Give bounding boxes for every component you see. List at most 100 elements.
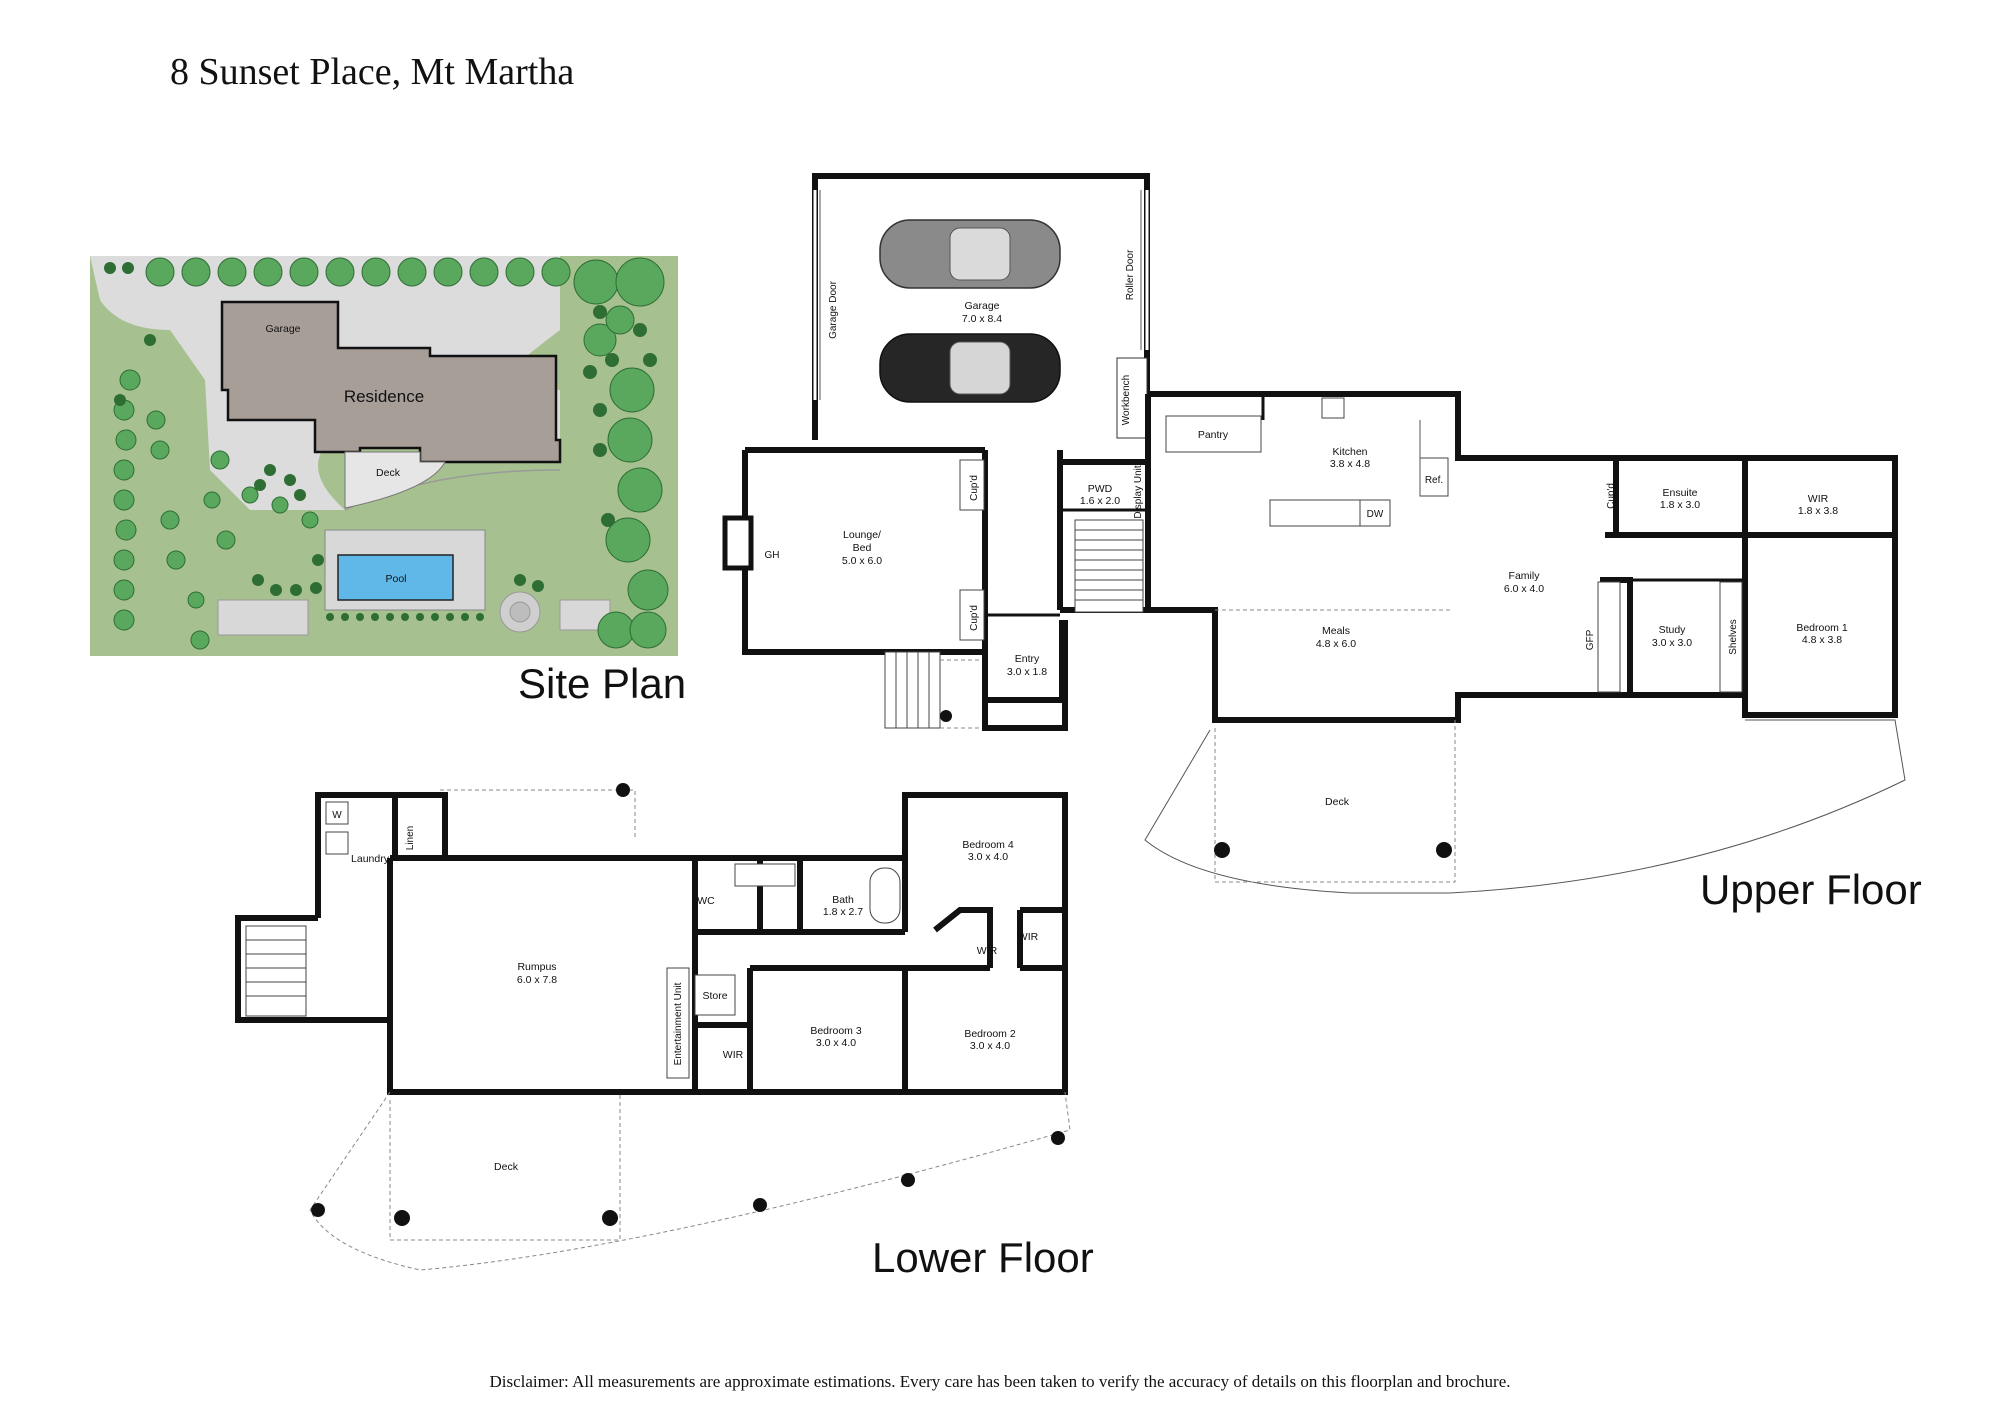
cupd-top-label: Cup'd (969, 475, 980, 501)
vanity (734, 863, 796, 887)
site-pool-label: Pool (385, 573, 406, 585)
ref-label: Ref. (1425, 475, 1443, 486)
entry-dim: 3.0 x 1.8 (1007, 666, 1047, 678)
washer (325, 801, 349, 825)
lounge-label: Lounge/ (843, 529, 881, 541)
pantry-label: Pantry (1198, 429, 1229, 441)
site-deck-label: Deck (376, 467, 401, 479)
cooktop (1321, 397, 1345, 419)
cupd-ensuite-label: Cup'd (1606, 483, 1617, 509)
lounge-cupd-top (959, 459, 985, 511)
bedroom3-label: Bedroom 3 (810, 1025, 862, 1037)
shelves-unit (1719, 581, 1743, 693)
store-label: Store (702, 990, 727, 1002)
site-garage-label: Garage (265, 323, 300, 335)
entertainment-unit (666, 967, 690, 1079)
bedroom2-dim: 3.0 x 4.0 (970, 1040, 1010, 1052)
upper-floor-label: Upper Floor (1700, 866, 1922, 913)
bedroom1-label: Bedroom 1 (1796, 622, 1848, 634)
garage-label: Garage (964, 300, 999, 312)
family-label: Family (1509, 570, 1541, 582)
site-plan-label: Site Plan (518, 660, 687, 707)
cupd-bottom-label: Cup'd (969, 605, 980, 631)
roller-door-label: Roller Door (1125, 249, 1136, 300)
bedroom2-label: Bedroom 2 (964, 1028, 1016, 1040)
dw-label: DW (1367, 509, 1384, 520)
lounge-cupd-bottom (959, 589, 985, 641)
upper-deck-label: Deck (1325, 796, 1350, 808)
study-label: Study (1659, 624, 1687, 636)
w-label: W (332, 810, 342, 821)
site-hedge (326, 613, 484, 621)
pantry (1165, 415, 1262, 453)
meals-label: Meals (1322, 625, 1350, 637)
gfp-unit (1597, 581, 1621, 693)
bath-dim: 1.8 x 2.7 (823, 906, 863, 918)
store (694, 974, 736, 1016)
ensuite-label: Ensuite (1662, 487, 1697, 499)
bedroom4-dim: 3.0 x 4.0 (968, 851, 1008, 863)
kitchen-dim: 3.8 x 4.8 (1330, 458, 1370, 470)
site-residence-label: Residence (344, 387, 424, 406)
site-deck (344, 451, 446, 509)
ensuite-dim: 1.8 x 3.0 (1660, 499, 1700, 511)
bedroom1-dim: 4.8 x 3.8 (1802, 634, 1842, 646)
shelves-label: Shelves (1728, 619, 1739, 655)
rumpus-label: Rumpus (517, 961, 556, 973)
ref (1419, 457, 1449, 497)
car-black-icon (879, 333, 1061, 403)
kitchen-label: Kitchen (1332, 446, 1367, 458)
workbench-label: Workbench (1121, 375, 1132, 425)
upper-stairs (1074, 519, 1144, 613)
gh-label: GH (765, 550, 780, 561)
entry-steps (884, 651, 941, 729)
gfp-label: GFP (1585, 629, 1596, 650)
wc-label: WC (697, 895, 715, 907)
linen-label: Linen (405, 826, 416, 850)
wir-upper-label: WIR (1808, 493, 1829, 505)
meals-dim: 4.8 x 6.0 (1316, 638, 1356, 650)
wir-b2-label: WIR (1018, 931, 1039, 943)
rumpus-dim: 6.0 x 7.8 (517, 974, 557, 986)
bath-label: Bath (832, 894, 854, 906)
site-pool (337, 554, 454, 601)
lower-floor-label: Lower Floor (872, 1234, 1094, 1281)
upper-kitchen-walls (1148, 391, 1616, 461)
lower-deck-label: Deck (494, 1161, 519, 1173)
page-title: 8 Sunset Place, Mt Martha (170, 51, 575, 93)
wir-b3-label: WIR (723, 1049, 744, 1061)
garage-door-label: Garage Door (828, 280, 839, 338)
pwd-dim: 1.6 x 2.0 (1080, 495, 1120, 507)
upper-deck-outline (1144, 719, 1906, 894)
wir-upper-dim: 1.8 x 3.8 (1798, 505, 1838, 517)
family-dim: 6.0 x 4.0 (1504, 583, 1544, 595)
lounge-label-2: Bed (853, 542, 872, 554)
site-palms (104, 262, 657, 596)
lower-stairs (245, 925, 307, 1017)
bedroom4-label: Bedroom 4 (962, 839, 1014, 851)
wir-b4-label: WIR (977, 945, 998, 957)
site-trees (113, 257, 669, 650)
lower-wir-b4 (933, 907, 993, 968)
laundry-label: Laundry (351, 853, 390, 865)
display-unit-label: Display Unit (1133, 465, 1144, 519)
disclaimer: Disclaimer: All measurements are approxi… (489, 1372, 1511, 1391)
dw (1359, 499, 1391, 527)
car-grey-icon (879, 219, 1061, 289)
workbench (1116, 357, 1148, 439)
lounge-dim: 5.0 x 6.0 (842, 555, 882, 567)
study-dim: 3.0 x 3.0 (1652, 637, 1692, 649)
entertainment-unit-label: Entertainment Unit (673, 982, 684, 1065)
lower-deck-outline (309, 1091, 1071, 1271)
bathtub (869, 867, 901, 924)
site-round-feature-inner (509, 601, 531, 623)
entry-label: Entry (1015, 653, 1040, 665)
bedroom3-dim: 3.0 x 4.0 (816, 1037, 856, 1049)
garage-dim: 7.0 x 8.4 (962, 313, 1002, 325)
gh-fireplace (722, 515, 754, 571)
pwd-label: PWD (1088, 483, 1113, 495)
laundry-sink (325, 831, 349, 855)
